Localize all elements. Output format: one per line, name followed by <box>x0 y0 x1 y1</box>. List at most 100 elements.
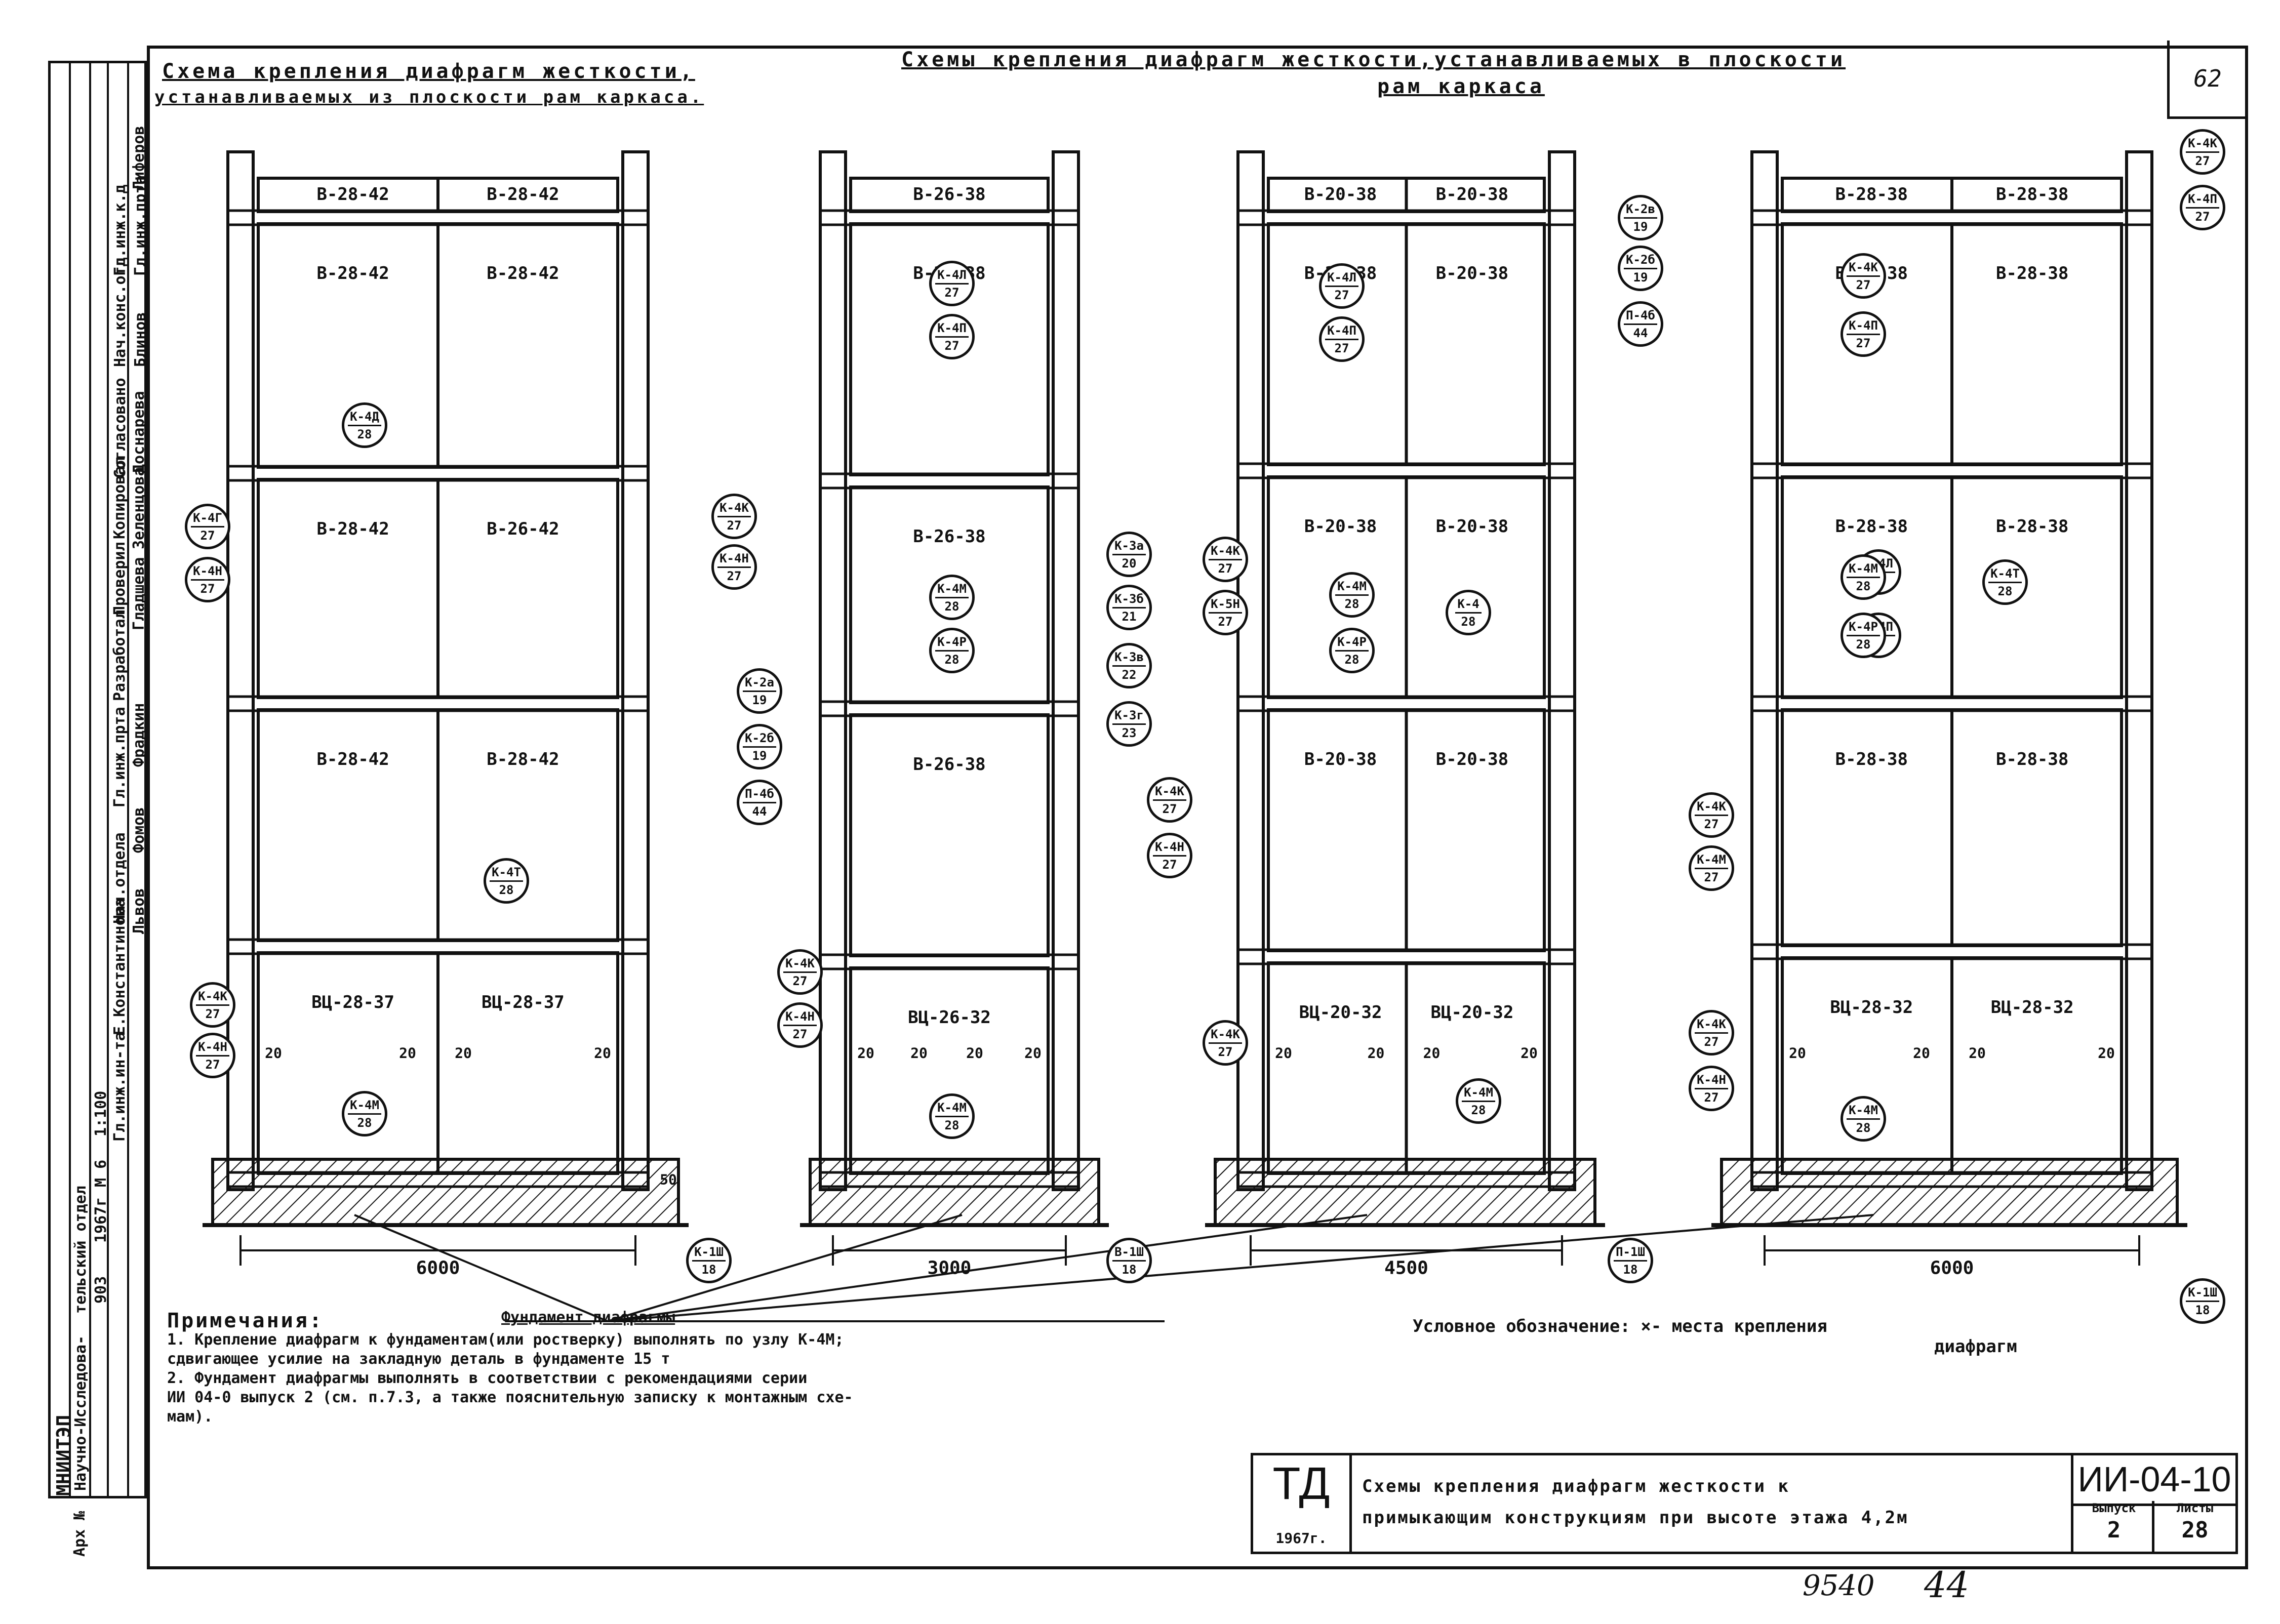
foundation-block <box>1214 1158 1596 1227</box>
tag-top: К-4К <box>1695 1018 1728 1034</box>
tag-bottom: 27 <box>2195 153 2210 168</box>
tag-bottom: 27 <box>1856 277 1871 292</box>
tag-bottom: 27 <box>1162 801 1177 816</box>
small-dimension: 20 <box>857 1044 874 1062</box>
tag-bottom: 28 <box>357 1115 372 1130</box>
tag-top: К-4Д <box>348 411 381 426</box>
tag-top: К-4К <box>1209 545 1242 560</box>
diaphragm-panel <box>849 966 1050 1175</box>
small-dimension: 20 <box>1969 1044 1986 1062</box>
small-dimension: 20 <box>1423 1044 1441 1062</box>
small-dimension: 20 <box>1275 1044 1292 1062</box>
panel-label: В-26-38 <box>913 184 986 205</box>
tag-bottom: 27 <box>1334 288 1349 302</box>
panel-label: В-28-42 <box>487 749 559 769</box>
header-left: Схема крепления диафрагм жесткости, <box>162 60 695 83</box>
tag-bottom: 21 <box>1122 609 1137 624</box>
small-dimension: 50 <box>660 1171 677 1188</box>
tag-top: К-2а <box>743 676 776 692</box>
title-line-1: Схемы крепления диафрагм жесткости к <box>1362 1476 1790 1496</box>
span-dimension: 6000 <box>416 1257 460 1279</box>
tag-top: К-4Г <box>191 512 224 527</box>
approval-strip: МНИИТЭП Научно-Исследова- тельский отдел… <box>48 61 149 1557</box>
tag-bottom: 28 <box>499 882 514 897</box>
tag-bottom: 28 <box>1856 637 1871 652</box>
tag-top: К-4К <box>717 502 751 517</box>
series-code: ИИ-04-10 <box>2071 1455 2235 1506</box>
tag-bottom: 44 <box>752 804 767 819</box>
tag-top: К-4П <box>2186 193 2219 209</box>
panel-label: ВЦ-28-37 <box>482 992 565 1012</box>
tag-top: П-1Ш <box>1614 1246 1647 1262</box>
small-dimension: 20 <box>1913 1044 1930 1062</box>
tag-bottom: 27 <box>2195 209 2210 224</box>
panel-label: ВЦ-20-32 <box>1299 1002 1382 1023</box>
frame-column-left <box>1750 150 1779 1191</box>
tag-bottom: 27 <box>792 1027 808 1041</box>
title-text: Схемы крепления диафрагм жесткости к при… <box>1362 1471 2056 1533</box>
tag-bottom: 18 <box>2195 1303 2210 1317</box>
strip-col-3: Гл.инж.ин-та Е.Константинова Нач.отдела … <box>109 63 129 1496</box>
small-dimension: 20 <box>455 1044 472 1062</box>
tag-top: К-4Р <box>935 636 969 652</box>
strip-col-1: Научно-Исследова- тельский отдел <box>71 63 91 1496</box>
note-1: 1. Крепление диафрагм к фундаментам(или … <box>167 1331 844 1349</box>
tag-top: К-3б <box>1112 593 1146 608</box>
legend: Условное обозначение: ×- места крепления… <box>1413 1316 2122 1357</box>
small-dimension: 20 <box>966 1044 983 1062</box>
tag-top: К-4Н <box>1695 1074 1728 1089</box>
panel-label: ВЦ-28-32 <box>1990 997 2074 1018</box>
tag-top: К-4П <box>1325 324 1358 340</box>
diaphragm-panel <box>849 713 1050 957</box>
span-dimension: 6000 <box>1930 1257 1974 1279</box>
tag-bottom: 27 <box>1704 1034 1719 1049</box>
tag-top: К-2б <box>743 732 776 748</box>
inventory-number: 9540 <box>1803 1569 1875 1602</box>
foundation-leader <box>607 1214 963 1322</box>
foundation-leader <box>607 1214 1368 1322</box>
small-dimension: 20 <box>265 1044 282 1062</box>
tag-bottom: 28 <box>944 652 959 667</box>
tag-top: К-4Н <box>783 1010 817 1026</box>
tag-bottom: 27 <box>1334 341 1349 355</box>
tag-bottom: 19 <box>752 748 767 763</box>
small-dimension: 20 <box>594 1044 611 1062</box>
tag-bottom: 20 <box>1122 556 1137 571</box>
small-dimension: 20 <box>1789 1044 1806 1062</box>
tag-top: К-4М <box>348 1099 381 1115</box>
panel-label: В-28-42 <box>316 749 389 769</box>
tag-top: К-4К <box>1153 785 1186 801</box>
tag-bottom: 27 <box>727 518 742 533</box>
tag-top: К-4 <box>1455 598 1482 614</box>
drawing-frame <box>147 46 2248 1569</box>
small-dimension: 20 <box>1024 1044 1042 1062</box>
strip-col-2: 903 1967г М 6 1:100 <box>91 63 110 1496</box>
panel-label: В-28-42 <box>316 184 389 205</box>
tag-top: К-2б <box>1624 254 1657 269</box>
panel-label: В-20-38 <box>1435 184 1509 205</box>
td-year: 1967г. <box>1275 1530 1327 1547</box>
header-right-2: рам каркаса <box>1377 75 1545 98</box>
tag-bottom: 19 <box>752 693 767 707</box>
panel-label: ВЦ-28-37 <box>311 992 394 1012</box>
